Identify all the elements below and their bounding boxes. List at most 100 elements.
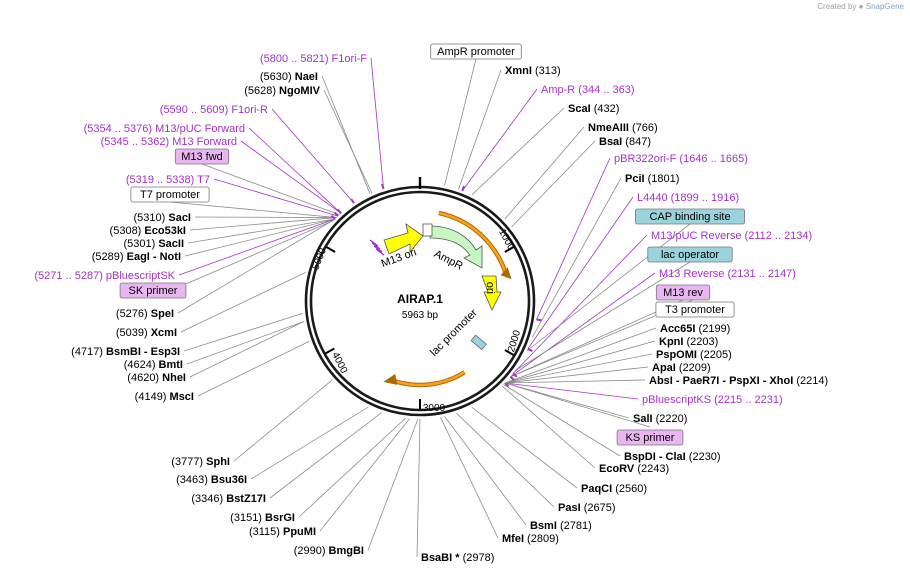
leader-line <box>458 69 502 190</box>
leader-line <box>510 272 656 378</box>
leader-line <box>504 382 639 400</box>
feature-label: ori <box>484 282 496 295</box>
enzyme-name: Bsu36I <box>211 474 247 486</box>
leader-line <box>504 327 657 384</box>
site-position: (2990) <box>294 545 329 557</box>
leader-line <box>189 217 337 231</box>
restriction-site-label: (3463) Bsu36I <box>176 474 247 486</box>
enzyme-name: SacII <box>158 238 184 250</box>
site-position: (2809) <box>524 533 559 545</box>
restriction-site-label: (5276) SpeI <box>116 308 174 320</box>
restriction-site-label: MfeI (2809) <box>502 533 559 545</box>
site-position: (766) <box>629 122 658 134</box>
primer-site-mark <box>333 211 339 217</box>
feature-box <box>635 208 746 225</box>
restriction-site-label: Acc65I (2199) <box>660 323 730 335</box>
enzyme-name: Eco53kI <box>144 225 186 237</box>
enzyme-name: PasI <box>558 502 581 514</box>
enzyme-name: BsrGI <box>265 512 295 524</box>
restriction-site-label: (5628) NgoMIV <box>244 85 320 97</box>
site-position: (3463) <box>176 474 211 486</box>
leader-line <box>444 58 477 186</box>
feature-label: AmpR <box>432 248 465 273</box>
feature-box <box>119 282 187 299</box>
enzyme-name: MfeI <box>502 533 524 545</box>
leader-line <box>201 163 340 216</box>
site-position: (3115) <box>249 526 283 538</box>
feature-label: (5345 .. 5362) M13 Forward <box>101 136 237 148</box>
tick-label: 3000 <box>423 403 446 414</box>
site-position: (2220) <box>653 413 688 425</box>
enzyme-name: EagI - NotI <box>127 251 181 263</box>
mcs-hatch <box>371 242 381 250</box>
enzyme-name: BspDI - ClaI <box>624 451 686 463</box>
feature-box-label: lac operator <box>661 249 719 261</box>
site-position: (5039) <box>116 327 151 339</box>
enzyme-name: NgoMIV <box>279 85 321 97</box>
leader-line <box>526 223 691 352</box>
site-position: (313) <box>532 65 561 77</box>
mcs-hatch <box>369 239 379 247</box>
feature-label: M13 Reverse (2131 .. 2147) <box>659 268 796 280</box>
restriction-site-label: AbsI - PaeR7I - PspXI - XhoI (2214) <box>649 375 828 387</box>
site-position: (5276) <box>116 308 151 320</box>
feature-box <box>647 246 733 263</box>
site-position: (2209) <box>676 362 711 374</box>
enzyme-name: KpnI <box>659 336 683 348</box>
feature-box-label: M13 fwd <box>181 151 223 163</box>
enzyme-name: SphI <box>206 456 230 468</box>
leader-line <box>536 157 611 320</box>
restriction-site-label: (3346) BstZ17I <box>191 493 266 505</box>
site-position: (2214) <box>793 375 828 387</box>
feature-box <box>174 148 230 165</box>
leader-line <box>177 218 336 314</box>
leader-line <box>250 406 369 480</box>
enzyme-name: NaeI <box>295 71 318 83</box>
leader-line <box>183 312 303 352</box>
leader-line <box>504 340 656 384</box>
restriction-site-label: (4149) MscI <box>135 391 194 403</box>
site-position: (2230) <box>686 451 721 463</box>
restriction-site-label: (3777) SphI <box>171 456 230 468</box>
leader-line <box>444 416 527 526</box>
feature-box-label: M13 rev <box>663 287 703 299</box>
feature-box <box>430 43 522 60</box>
restriction-site-label: (5039) XcmI <box>116 327 177 339</box>
plasmid-center-label: AIRAP.1 5963 bp <box>397 292 443 321</box>
enzyme-name: EcoRV <box>599 463 635 475</box>
site-position: (5628) <box>244 85 279 97</box>
ring-inner-strand <box>309 190 531 412</box>
leader-line <box>321 75 371 195</box>
leader-line <box>504 353 653 384</box>
restriction-site-label: PaqCI (2560) <box>581 483 647 495</box>
leader-line <box>298 417 406 518</box>
leader-line <box>189 321 304 378</box>
enzyme-name: NmeAIII <box>588 122 629 134</box>
feature-box-label: T7 promoter <box>140 189 200 201</box>
leader-line <box>180 272 306 333</box>
primer-site-mark <box>336 208 342 214</box>
enzyme-name: SpeI <box>151 308 174 320</box>
leader-line <box>501 385 596 469</box>
enzyme-name: BmtI <box>159 359 183 371</box>
site-position: (2560) <box>612 483 647 495</box>
restriction-site-label: ApaI (2209) <box>652 362 711 374</box>
leader-line <box>233 379 333 462</box>
site-position: (5308) <box>110 225 145 237</box>
site-position: (5301) <box>123 238 158 250</box>
leader-line <box>187 218 336 244</box>
restriction-site-label: NmeAIII (766) <box>588 122 658 134</box>
feature-box-label: KS primer <box>626 432 675 444</box>
feature-label: (5271 .. 5287) pBluescriptSK <box>34 270 175 282</box>
enzyme-name: XcmI <box>151 327 177 339</box>
leader-line <box>178 218 336 276</box>
restriction-site-label: KpnI (2203) <box>659 336 718 348</box>
leader-line <box>367 418 419 551</box>
site-position: (2978) <box>460 552 495 564</box>
leader-line <box>527 196 634 350</box>
site-position: (2199) <box>695 323 730 335</box>
leader-line <box>319 418 411 532</box>
